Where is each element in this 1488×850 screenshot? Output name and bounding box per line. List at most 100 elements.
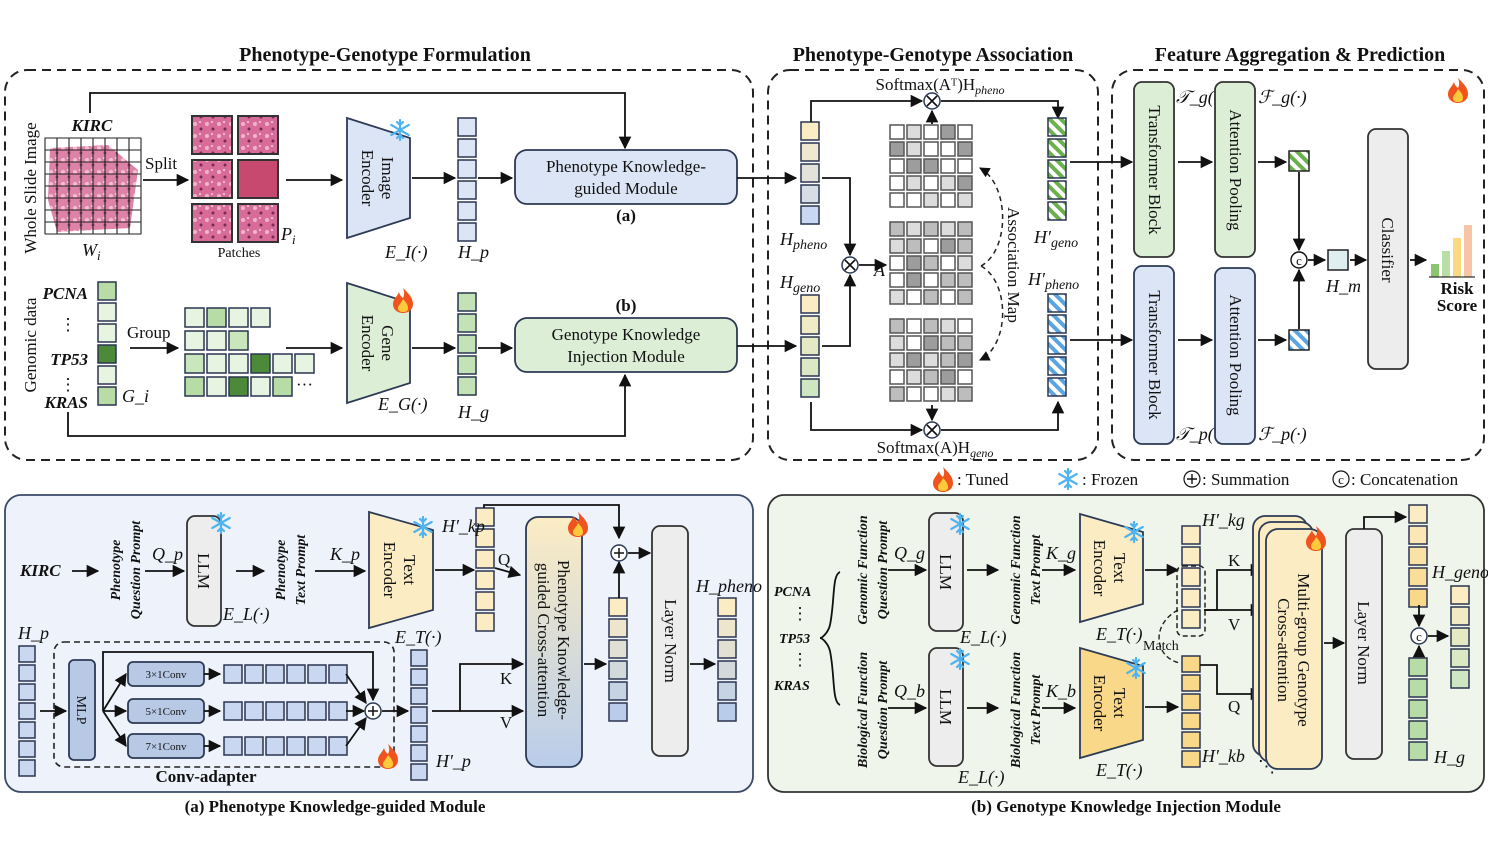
hkb-cell bbox=[1181, 750, 1201, 768]
b-llm-biological-label: LLM bbox=[936, 689, 955, 725]
multiply-mid bbox=[841, 256, 859, 274]
patch-symbol: Pi bbox=[280, 224, 296, 247]
conv5-block[interactable]: 5×1Conv bbox=[127, 698, 205, 724]
matrix-cell bbox=[889, 369, 905, 385]
b-llm-genomic-label: LLM bbox=[936, 554, 955, 590]
gene-ellipsis-1: ⋮ bbox=[60, 315, 77, 334]
hp-cell bbox=[18, 721, 36, 739]
b-text-encoder-genomic[interactable] bbox=[1079, 512, 1144, 624]
hkp-cell bbox=[475, 591, 495, 611]
matrix-cell bbox=[889, 386, 905, 402]
hg-cell bbox=[1408, 699, 1428, 719]
row7-to-sum bbox=[345, 716, 367, 747]
transformer-block-geno[interactable] bbox=[1133, 81, 1175, 258]
a-cross-attention[interactable] bbox=[525, 516, 583, 768]
attention-pooling-pheno-label: Attention Pooling bbox=[1226, 294, 1245, 416]
pheno-to-mult-line bbox=[822, 177, 857, 257]
h-geno-prime-label: H′geno bbox=[1033, 227, 1078, 251]
b-llm-genomic[interactable] bbox=[928, 512, 964, 632]
grouped-gene-cell bbox=[184, 330, 205, 351]
matrix-cell bbox=[889, 221, 905, 237]
conv-feature-cell bbox=[286, 701, 306, 721]
risk-score-chart bbox=[1429, 225, 1475, 278]
h-geno-cell bbox=[1450, 627, 1470, 647]
transformer-block-pheno[interactable] bbox=[1133, 265, 1175, 445]
hkp-cell bbox=[475, 549, 495, 569]
hp-prime-cell bbox=[410, 706, 428, 724]
b-cross-attention[interactable] bbox=[1265, 528, 1323, 770]
hp-feature-stack bbox=[457, 117, 477, 242]
h-pheno-cell bbox=[800, 205, 820, 225]
a-llm-box[interactable] bbox=[186, 515, 222, 627]
h-geno-cell bbox=[800, 378, 820, 398]
a-layer-norm[interactable] bbox=[651, 525, 689, 757]
matrix-cell bbox=[940, 141, 956, 157]
hg-feature-stack bbox=[457, 292, 477, 396]
pheno-module-box[interactable] bbox=[514, 149, 738, 205]
conv7-block[interactable]: 7×1Conv bbox=[127, 733, 205, 759]
norm-output-cell bbox=[1408, 588, 1428, 608]
legend-tuned: : Tuned bbox=[957, 470, 1009, 489]
pooled-geno-vector bbox=[1288, 150, 1310, 172]
matrix-cell bbox=[923, 318, 939, 334]
matrix-cell bbox=[957, 335, 973, 351]
a-attention-output-stack bbox=[608, 597, 628, 722]
matrix-cell bbox=[957, 386, 973, 402]
formulation-frame bbox=[4, 69, 754, 461]
aggregation-section: Transformer Block 𝒯_g(·) Attention Pooli… bbox=[1133, 78, 1478, 445]
conv-feature-cell bbox=[223, 664, 243, 684]
matrix-cell bbox=[923, 352, 939, 368]
h-pheno-cell bbox=[717, 681, 737, 701]
softmax-top-label: Softmax(Aᵀ)Hpheno bbox=[876, 75, 1005, 97]
geno-module-box[interactable] bbox=[514, 317, 738, 373]
conv-adapter-label: Conv-adapter bbox=[155, 767, 257, 786]
hkp-cell bbox=[475, 570, 495, 590]
hkp-cell bbox=[475, 528, 495, 548]
gene-cell bbox=[97, 323, 117, 343]
hg-cell bbox=[457, 292, 477, 312]
matrix-cell bbox=[923, 124, 939, 140]
h-pheno-cell bbox=[717, 639, 737, 659]
gene-cell bbox=[97, 386, 117, 406]
svg-text:3×1Conv: 3×1Conv bbox=[145, 669, 187, 681]
geno-module-tag: (b) bbox=[616, 296, 637, 315]
a-text-encoder[interactable] bbox=[368, 510, 434, 630]
hkb-cell bbox=[1181, 655, 1201, 673]
fg-symbol: ℱ_g(·) bbox=[1258, 87, 1307, 108]
mlp-box[interactable] bbox=[68, 659, 96, 761]
h-pheno-cell bbox=[800, 163, 820, 183]
b-gene-ellipsis-2: ⋮ bbox=[792, 650, 809, 669]
hp-prime-cell bbox=[410, 763, 428, 781]
matrix-cell bbox=[940, 158, 956, 174]
matrix-cell bbox=[906, 369, 922, 385]
h-pheno-cell bbox=[717, 618, 737, 638]
classifier-box[interactable] bbox=[1367, 128, 1409, 370]
matrix-cell bbox=[923, 255, 939, 271]
grouped-gene-cell bbox=[206, 330, 227, 351]
conv-feature-cell bbox=[328, 701, 348, 721]
a-symbol: A bbox=[873, 260, 886, 280]
association-arc-top bbox=[979, 167, 1004, 267]
geno-to-mult-line bbox=[822, 273, 857, 347]
hp-cell bbox=[457, 201, 477, 221]
genomic-axis-label: Genomic data bbox=[21, 297, 40, 392]
a-hp: H_p bbox=[17, 623, 49, 643]
b-qb: Q_b bbox=[894, 681, 925, 701]
a-q-arrow bbox=[494, 565, 522, 579]
b-text-encoder-biological[interactable] bbox=[1079, 646, 1144, 760]
conv3-block[interactable]: 3×1Conv bbox=[127, 661, 205, 687]
gene-cell bbox=[97, 281, 117, 301]
h-geno-cell bbox=[800, 294, 820, 314]
hp-prime-cell bbox=[410, 668, 428, 686]
association-map-label: Association Map bbox=[1004, 207, 1023, 323]
b-kb: K_b bbox=[1045, 681, 1076, 701]
hg-cell bbox=[457, 376, 477, 396]
top-to-hgeno-prime-line bbox=[941, 100, 1065, 120]
attention-pooling-geno[interactable] bbox=[1214, 81, 1256, 258]
section-title-formulation: Phenotype-Genotype Formulation bbox=[239, 44, 531, 66]
attention-pooling-pheno[interactable] bbox=[1214, 267, 1256, 445]
b-llm-biological[interactable] bbox=[928, 647, 964, 767]
